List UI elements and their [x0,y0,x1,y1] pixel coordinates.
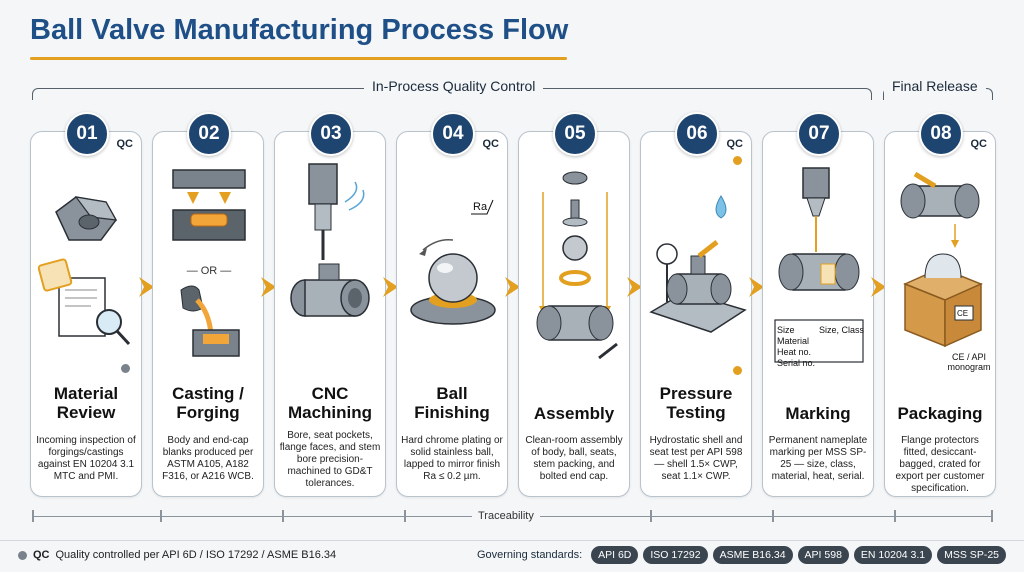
standard-badge: EN 10204 3.1 [853,546,933,564]
stage-number: 07 [797,112,841,156]
assembly-illustration [536,171,618,360]
footer-qc-note: QC Quality controlled per API 6D / ISO 1… [18,549,336,561]
stage-description: Bore, seat pockets, flange faces, and st… [279,430,381,489]
stage-description: Clean-room assembly of body, ball, seats… [525,435,623,482]
pressure-testing-illustration [649,195,747,333]
stage-card-03: 03 CNC Machining Bore, seat pockets, fla… [274,112,386,497]
nameplate-size: Size [777,325,795,335]
standards-label: Governing standards: [476,549,583,561]
standard-badge: ISO 17292 [643,546,708,564]
stage-name: Assembly [533,404,615,423]
cnc-machining-illustration [290,163,370,317]
traceability-tick [772,510,774,522]
traceability-tick [650,510,652,522]
qc-marker: QC [726,138,744,150]
chevron-right-icon [139,277,154,297]
stage-number: 01 [65,112,109,156]
stage-number: 06 [675,112,719,156]
stage-card-02: 02 — OR — Casting / Forging Body and end… [152,112,264,497]
governing-standards: Governing standards: API 6D ISO 17292 AS… [477,546,1006,564]
stage-card-05: 05 Assembly Clean-room assembly of body,… [518,112,630,497]
casting-forging-illustration: — OR — [172,169,246,357]
status-dot [733,366,742,375]
stage-number: 08 [919,112,963,156]
stage-card-01: 01 QC Material Review Incoming inspectio… [30,112,142,497]
stage-description: Body and end-cap blanks produced per AST… [162,435,254,482]
chevron-right-icon [749,277,764,297]
stage-number: 04 [431,112,475,156]
qc-dot-icon [18,550,27,560]
standard-badge: ASME B16.34 [712,546,793,564]
ce-api-monogram-label: CE / API monogram [947,352,991,372]
stage-name: Ball Finishing [414,384,490,422]
stage-card-04: 04 QC Ra Ball Finishing Hard chrome plat… [396,112,508,497]
svg-text:— OR —: — OR — [187,265,232,277]
traceability-tick [894,510,896,522]
nameplate-heat: Heat no. [777,347,812,357]
ball-finishing-illustration: Ra [410,199,496,325]
marking-illustration [774,167,864,363]
stage-description: Hydrostatic shell and seat test per API … [649,435,743,482]
ce-mark: CE [957,309,968,318]
nameplate-serial: Serial no. [777,358,816,368]
qc-marker: QC [116,138,134,150]
traceability-tick [404,510,406,522]
nameplate-material: Material [777,336,810,346]
chevron-right-icon [261,277,276,297]
ra-label: Ra [473,201,488,213]
status-dot [121,364,130,373]
title-underline [30,57,567,60]
stage-number: 05 [553,112,597,156]
standard-badge: API 598 [797,546,849,564]
traceability-tick [282,510,284,522]
traceability-tick [991,510,993,522]
chevron-right-icon [871,277,886,297]
stage-name: Pressure Testing [659,384,733,422]
stage-card-07: 07 Size Size, Class Material Heat no. Se… [762,112,874,497]
stage-description: Permanent nameplate marking per MSS SP-2… [768,435,868,482]
stage-name: Material Review [53,384,119,422]
chevron-right-icon [627,277,642,297]
stage-name: Marking [785,404,851,423]
chevron-right-icon [383,277,398,297]
qc-marker: QC [970,138,988,150]
stage-description: Hard chrome plating or solid stainless b… [401,435,503,482]
traceability-label: Traceability [472,510,540,522]
stage-name: Casting / Forging [172,384,244,422]
in-process-label: In-Process Quality Control [364,78,544,94]
stage-card-08: 08 QC CE CE / API monogram Packaging Fla… [884,112,996,497]
packaging-illustration: CE [900,171,983,348]
status-dot [733,156,742,165]
footer-divider [0,540,1024,541]
standard-badge: MSS SP-25 [937,546,1006,564]
stage-description: Incoming inspection of forgings/castings… [36,435,136,482]
footer-qc-label: QC [33,549,50,561]
stage-number: 03 [309,112,353,156]
stage-number: 02 [187,112,231,156]
traceability-tick [32,510,34,522]
chevron-right-icon [505,277,520,297]
page-title: Ball Valve Manufacturing Process Flow [30,14,569,46]
final-release-label: Final Release [884,78,986,94]
stage-card-06: 06 QC Pressure Testing Hydrostatic shell… [640,112,752,497]
traceability-tick [160,510,162,522]
qc-marker: QC [482,138,500,150]
footer-qc-text: Quality controlled per API 6D / ISO 1729… [55,549,337,561]
stage-description: Flange protectors fitted, desiccant-bagg… [895,435,985,494]
standard-badge: API 6D [591,546,639,564]
nameplate-class: Size, Class [819,325,865,335]
stage-name: CNC Machining [287,384,373,422]
stage-name: Packaging [897,404,983,423]
material-review-illustration [37,196,131,346]
